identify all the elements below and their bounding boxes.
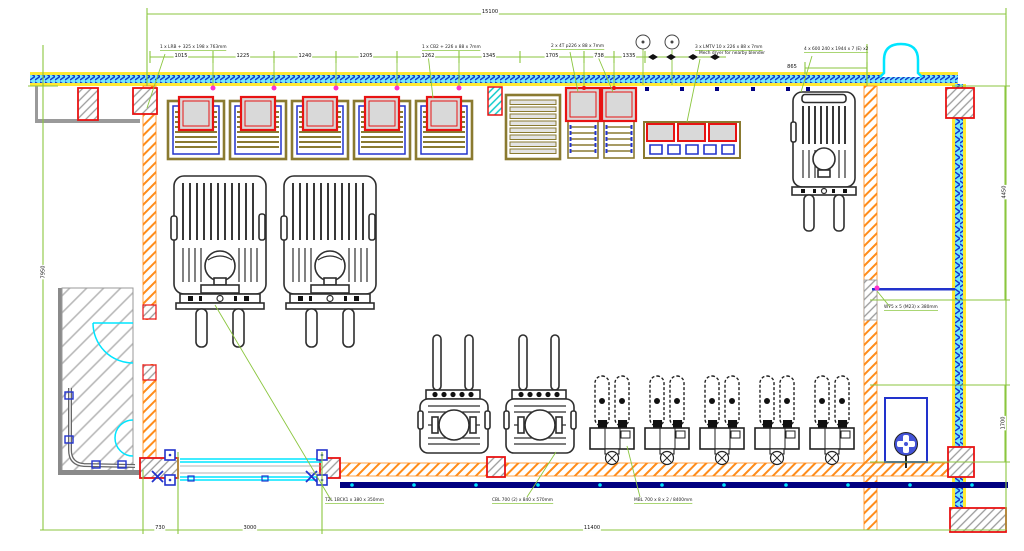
filling-machine-3 bbox=[699, 375, 745, 466]
top-wall bbox=[30, 72, 958, 86]
bottom-label-1: T2L 1BCK1 x 380 x 350mm bbox=[325, 497, 384, 504]
dim-chain-3: 1240 bbox=[297, 52, 313, 59]
equipment-label-3: 2 x 4T p226 x 88 x 7mm bbox=[551, 43, 605, 50]
duct-pier bbox=[487, 86, 503, 116]
column-pier bbox=[945, 87, 975, 119]
blender-machine-1 bbox=[417, 334, 491, 454]
dim-bottom-1: 730 bbox=[154, 524, 166, 531]
right-wall bbox=[952, 84, 966, 532]
column-pier bbox=[319, 457, 341, 479]
filling-machine-4 bbox=[754, 375, 800, 466]
door-swing-arc bbox=[92, 322, 134, 364]
duct-dome bbox=[879, 42, 923, 78]
fan-room bbox=[884, 397, 928, 468]
equipment-label-5: 4 x 600 240 x 1944 x 7 (E) x2 bbox=[804, 46, 869, 53]
dryer-machine bbox=[790, 91, 857, 232]
filling-machine-5 bbox=[809, 375, 855, 466]
equipment-label-2: 1 x CB2 + 226 x 88 x 7mm bbox=[422, 44, 481, 51]
wall-pier bbox=[142, 364, 157, 381]
dim-chain-4: 1205 bbox=[358, 52, 374, 59]
mixer-machine-2 bbox=[280, 175, 377, 348]
press-machine-1 bbox=[166, 95, 226, 161]
dim-right-upper: 4450 bbox=[1001, 184, 1007, 200]
column-pier bbox=[77, 87, 99, 121]
mixer-machine-1 bbox=[170, 175, 267, 348]
press-machine-2 bbox=[228, 95, 288, 161]
dim-chain-6: 1345 bbox=[481, 52, 497, 59]
conveyor-line bbox=[340, 482, 1008, 488]
equipment-label-4a: 3 x LMTV 10 x 226 x 88 x 7mm bbox=[695, 44, 763, 51]
hopper-unit-2 bbox=[600, 86, 638, 160]
door-swing-lower bbox=[114, 419, 134, 457]
press-machine-3 bbox=[290, 95, 350, 161]
door-opening bbox=[142, 320, 157, 364]
press-machine-4 bbox=[352, 95, 412, 161]
left-wall bbox=[142, 85, 157, 461]
drain-pipe bbox=[64, 388, 136, 469]
door-swings bbox=[92, 322, 134, 457]
bottom-label-3: MBL 700 x 8 x 2 / 8400mm bbox=[634, 497, 693, 504]
triple-bin-unit bbox=[643, 121, 741, 159]
reference-line bbox=[872, 288, 955, 291]
bottom-wall bbox=[339, 462, 955, 477]
column-pier bbox=[486, 456, 506, 478]
dim-chain-7: 1705 bbox=[544, 52, 560, 59]
hopper-unit-1 bbox=[564, 86, 602, 160]
filling-machine-1 bbox=[589, 375, 635, 466]
dim-bottom-overall: 11400 bbox=[583, 524, 601, 531]
markers bbox=[210, 34, 880, 291]
dim-top-overall: 15100 bbox=[481, 8, 499, 15]
equipment-label-4b: Mech dryer for nearby blender bbox=[699, 50, 766, 56]
column-pier bbox=[132, 87, 158, 115]
equipment-label-1: 1 x LRB + 325 x 198 x 763mm bbox=[160, 44, 227, 51]
wall-label: W75 x 5 (M23) x 380mm bbox=[884, 304, 938, 311]
louver-cabinet bbox=[504, 93, 562, 161]
column-piers bbox=[77, 87, 1007, 533]
stair-area bbox=[35, 86, 140, 475]
wall-pier bbox=[142, 304, 157, 320]
dim-top-right: 865 bbox=[786, 63, 798, 70]
dim-chain-1: 1015 bbox=[173, 52, 189, 59]
dim-bottom-2: 3000 bbox=[242, 524, 258, 531]
dim-chain-8: 738 bbox=[593, 52, 605, 59]
blender-machine-2 bbox=[503, 334, 577, 454]
dim-chain-2: 1225 bbox=[235, 52, 251, 59]
dim-chain-9: 1335 bbox=[621, 52, 637, 59]
bottom-label-2: CBL 700 (2) x 840 x 570mm bbox=[492, 497, 554, 504]
dim-right-lower: 1700 bbox=[1000, 415, 1006, 431]
dim-left-overall: 7950 bbox=[40, 264, 46, 280]
press-machine-5 bbox=[414, 95, 474, 161]
dim-chain-5: 1262 bbox=[420, 52, 436, 59]
filling-machine-2 bbox=[644, 375, 690, 466]
column-pier bbox=[949, 507, 1007, 533]
leader-lines bbox=[146, 51, 891, 501]
